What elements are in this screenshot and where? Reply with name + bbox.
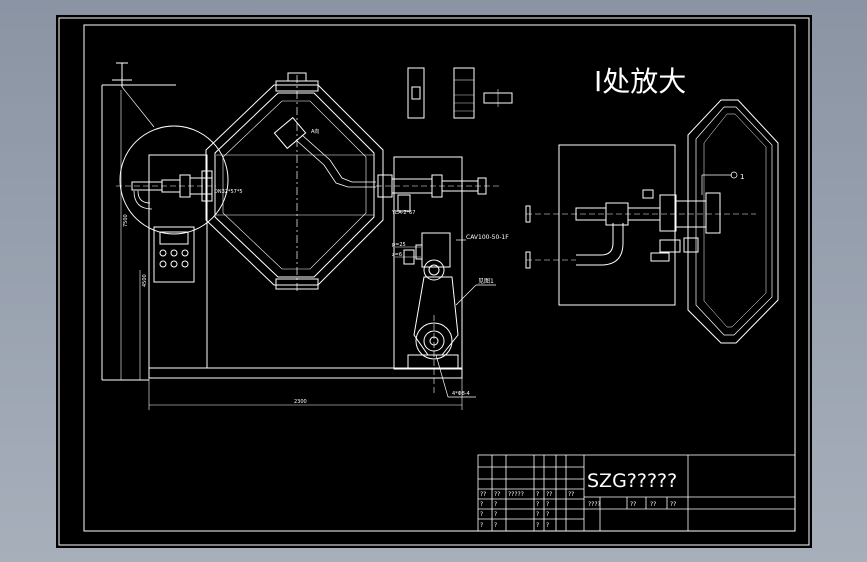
svg-text:?: ?: [536, 491, 539, 498]
svg-text:?: ?: [546, 511, 549, 518]
drum-outer: [205, 84, 384, 286]
svg-text:??: ??: [650, 501, 656, 508]
drum-inner: [214, 92, 375, 278]
svg-text:??: ??: [494, 491, 500, 498]
part-details: [407, 67, 513, 119]
right-shaft: [376, 174, 501, 212]
outer-border: [58, 17, 810, 546]
title-block-right-header: ???? ?? ?? ??: [588, 501, 676, 508]
motor-model-label: CAV100-50-1F: [466, 234, 509, 241]
dim-base-label: 4500: [142, 274, 148, 287]
title-block: [477, 454, 796, 532]
svg-text:?: ?: [494, 501, 497, 508]
dim-width-label: 2300: [294, 399, 307, 405]
detail-frame-plate: [558, 144, 676, 306]
svg-text:?: ?: [536, 501, 539, 508]
right-column: [393, 156, 463, 370]
control-panel: [153, 226, 195, 283]
bearing-spec-label: YEA-2*67: [391, 210, 415, 216]
detail-title: Ⅰ处放大: [594, 65, 686, 98]
svg-text:??: ??: [568, 491, 574, 498]
svg-text:?: ?: [536, 511, 539, 518]
reducer-stand: [407, 276, 476, 398]
left-column: [148, 154, 208, 369]
drawing-sheet: Ⅰ处放大 1 7500 4500 2300 CAV100-50-1F 见图1 Y…: [56, 15, 812, 548]
detail-drum-outer: [687, 99, 779, 344]
detail-callout: 1: [740, 173, 744, 181]
svg-text:?: ?: [494, 511, 497, 518]
svg-text:?: ?: [480, 511, 483, 518]
gear-motor: [395, 232, 451, 281]
panel-buttons: [159, 249, 189, 268]
detail-view: [525, 99, 779, 344]
svg-text:?: ?: [546, 522, 549, 529]
drawing-title: SZG?????: [587, 470, 677, 492]
pressure-label-2: z=6: [392, 252, 402, 258]
svg-text:?: ?: [480, 501, 483, 508]
detail-circle: [119, 125, 229, 235]
left-shaft: [116, 170, 216, 210]
inner-border: [83, 24, 796, 532]
svg-text:?: ?: [480, 522, 483, 529]
base-frame: [148, 367, 463, 379]
pressure-label-1: p=25: [392, 242, 406, 248]
dim-height-label: 7500: [123, 214, 129, 227]
svg-text:??: ??: [670, 501, 676, 508]
main-assembly: [101, 62, 501, 410]
svg-text:??: ??: [630, 501, 636, 508]
seal-note-label: 见图1: [478, 278, 494, 285]
cad-drawing: Ⅰ处放大 1 7500 4500 2300 CAV100-50-1F 见图1 Y…: [58, 17, 810, 546]
svg-text:?: ?: [546, 501, 549, 508]
svg-text:?: ?: [536, 522, 539, 529]
svg-text:??: ??: [480, 491, 486, 498]
svg-text:?: ?: [494, 522, 497, 529]
svg-text:?????: ?????: [508, 491, 524, 498]
title-block-left-text: ?? ?? ????? ? ?? ?? ? ? ? ? ? ? ? ? ? ? …: [480, 491, 574, 529]
section-a-label: A向: [311, 128, 319, 135]
anchor-bolt-label: 4*Φ8-4: [452, 391, 470, 397]
flange-spec-label: DN32*57*5: [214, 189, 243, 195]
svg-text:????: ????: [588, 501, 601, 508]
svg-text:??: ??: [546, 491, 552, 498]
